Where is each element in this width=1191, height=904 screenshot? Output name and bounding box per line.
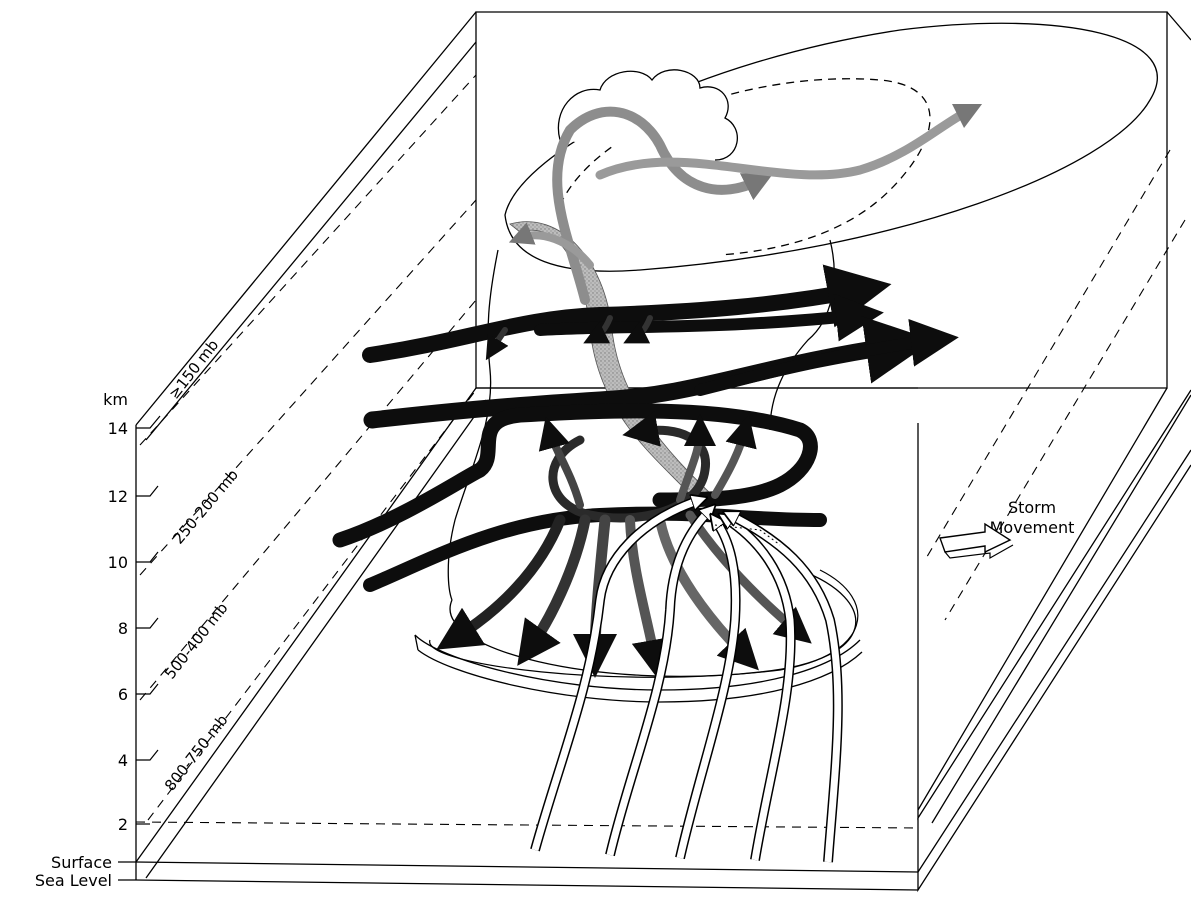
- tick-6: 6: [118, 685, 128, 704]
- axis-unit-label: km: [103, 390, 128, 409]
- cloud-outline: [430, 23, 1158, 677]
- guide-diag-4: [140, 75, 476, 445]
- tick-8: 8: [118, 619, 128, 638]
- tick-10: 10: [108, 553, 128, 572]
- right-wall-diag: [918, 388, 1167, 810]
- floor-front-top: [136, 862, 918, 872]
- flow-mid-2: [700, 340, 935, 390]
- tick-14: 14: [108, 419, 128, 438]
- axis-ticks: [118, 416, 160, 880]
- front-face: [918, 390, 1191, 818]
- surface-label: Surface: [51, 853, 112, 872]
- pressure-500-400: 500-400 mb: [161, 599, 232, 682]
- tick-2: 2: [118, 815, 128, 834]
- tick-12: 12: [108, 487, 128, 506]
- pressure-250-200: 250-200 mb: [169, 466, 242, 548]
- right-wall-diag2: [932, 395, 1191, 823]
- floor-left-edge: [136, 388, 476, 862]
- storm-movement-line2: Movement: [990, 518, 1075, 537]
- pressure-800-750: 800-750 mb: [161, 711, 232, 794]
- floor-front-bottom: [136, 880, 918, 890]
- sea-level-label: Sea Level: [35, 871, 112, 890]
- pressure-150: ≥150 mb: [165, 336, 222, 402]
- storm-movement-line1: Storm: [1008, 498, 1056, 517]
- tick-4: 4: [118, 751, 128, 770]
- guide-2km: [136, 822, 920, 828]
- cloud-tower-right: [770, 240, 834, 430]
- right-top-edge: [1167, 12, 1191, 40]
- anvil-ellipse: [505, 23, 1157, 271]
